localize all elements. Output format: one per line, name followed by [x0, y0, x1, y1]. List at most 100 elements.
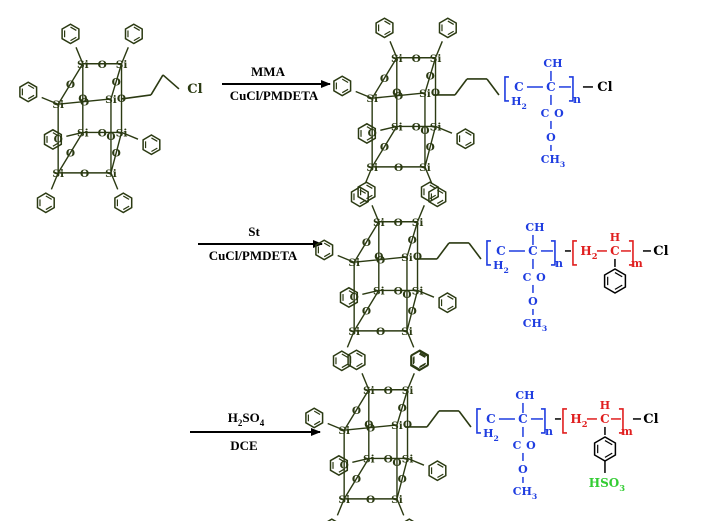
si-o-si-bond [58, 98, 112, 105]
silicon-label: Si [412, 285, 424, 297]
repeat-m: m [621, 425, 633, 438]
si-phenyl-bond [380, 125, 397, 131]
repeat-m: m [631, 257, 643, 270]
si-phenyl-bond [424, 166, 433, 184]
bracket-close [568, 76, 574, 102]
reaction-arrow-3: H2SO4 DCE [190, 410, 321, 453]
methylene-hydrogen: H2 [511, 95, 527, 111]
silicon-label: Si [338, 425, 350, 437]
methylene-hydrogen: H2 [493, 259, 509, 275]
repeat-n: n [573, 93, 581, 106]
phenyl-ring [142, 134, 161, 156]
silicon-label: Si [402, 453, 414, 465]
si-o-si-bond [343, 458, 370, 500]
reaction-arrow-1: MMA CuCl/PMDETA [222, 64, 331, 103]
methylene-carbon: C [514, 80, 524, 94]
phenyl-ring [347, 349, 366, 371]
silicon-label: Si [430, 121, 442, 133]
phenyl-ring [333, 75, 352, 97]
si-phenyl-bond [434, 41, 443, 59]
oxygen-label: O [374, 251, 383, 263]
oxygen-label: O [420, 125, 429, 137]
oxygen-label: O [394, 162, 403, 174]
methylene-group: H2 [570, 412, 587, 429]
silicon-label: Si [430, 53, 442, 65]
oxygen-label: O [112, 76, 121, 88]
silicon-label: Si [105, 94, 117, 106]
silicon-label: Si [77, 59, 89, 71]
si-o-si-bond [371, 126, 398, 168]
silicon-label: Si [363, 385, 375, 397]
si-phenyl-bond [435, 125, 453, 134]
ethyl-tether [150, 74, 164, 96]
oxygen-label: O [376, 326, 385, 338]
si-phenyl-bond [355, 90, 373, 99]
phenyl-ring [339, 286, 359, 308]
si-o-si-bond [353, 221, 380, 263]
ester-oxygen: O [518, 463, 528, 476]
si-phenyl-bond [361, 373, 370, 391]
methyl-group: CH [543, 57, 562, 70]
propyl-tether [458, 410, 472, 428]
quaternary-carbon: C [546, 80, 556, 94]
ester-oxygen: O [528, 295, 538, 308]
bracket-close [628, 240, 634, 266]
phenyl-ring [357, 181, 376, 203]
silicon-label: Si [363, 453, 375, 465]
si-o-si-bond [424, 57, 437, 94]
chlorine-end: Cl [653, 244, 668, 259]
oxygen-label: O [408, 306, 417, 318]
oxygen-label: O [413, 251, 422, 263]
methine-carbon: C [610, 244, 620, 258]
phenyl-ring [124, 23, 143, 45]
methoxy-group: CH3 [541, 153, 566, 169]
methoxy-group: CH3 [513, 485, 538, 501]
si-phenyl-bond [407, 457, 425, 466]
bracket-open [562, 408, 567, 434]
phenyl-ring [410, 349, 429, 371]
oxygen-label: O [394, 91, 403, 103]
reagent-label-2: St [248, 224, 260, 239]
oxygen-label: O [398, 402, 407, 414]
phenyl-ring [428, 460, 447, 482]
si-phenyl-bond [110, 172, 119, 190]
quaternary-carbon: C [518, 412, 528, 426]
si-o-si-bond [396, 389, 409, 426]
methylene-carbon: C [496, 244, 506, 258]
oxygen-label: O [364, 419, 373, 431]
si-phenyl-bond [417, 289, 435, 298]
silicon-label: Si [52, 99, 64, 111]
si-o-si-bond [396, 458, 409, 500]
phenyl-ring [43, 128, 63, 150]
methyl-group: CH [525, 221, 544, 234]
phenyl-ring [315, 239, 334, 261]
si-o-si-bond [372, 92, 426, 99]
methylene-carbon: C [486, 412, 496, 426]
propyl-tether [426, 410, 440, 428]
carbonyl-carbon: C [513, 439, 522, 452]
bracket-close [550, 240, 556, 266]
silicon-label: Si [366, 93, 378, 105]
reagent-label-1: MMA [251, 64, 286, 79]
silicon-label: Si [419, 88, 431, 100]
oxygen-label: O [112, 148, 121, 160]
chlorine-end: Cl [597, 80, 612, 95]
carbonyl-carbon: C [541, 107, 550, 120]
si-o-si-bond [371, 57, 398, 99]
sulfonic-acid: HSO3 [589, 476, 625, 493]
oxygen-label: O [368, 128, 377, 140]
bracket-close [540, 408, 546, 434]
methine-carbon: C [600, 412, 610, 426]
methylene-hydrogen: H2 [483, 427, 499, 443]
si-phenyl-bond [406, 373, 415, 391]
oxygen-label: O [66, 148, 75, 160]
silicon-label: Si [116, 127, 128, 139]
oxygen-label: O [366, 494, 375, 506]
si-o-si-bond [406, 221, 419, 258]
oxygen-label: O [66, 79, 75, 91]
oxygen-label: O [392, 87, 401, 99]
methine-hydrogen: H [610, 231, 620, 244]
si-phenyl-bond [50, 172, 59, 190]
oxygen-label: O [408, 234, 417, 246]
silicon-label: Si [116, 59, 128, 71]
